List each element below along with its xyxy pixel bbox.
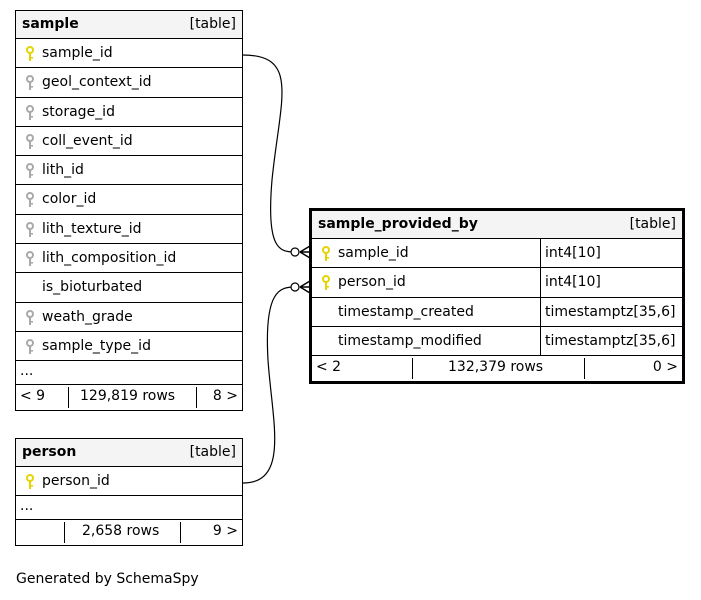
children-count[interactable]: 9 > [212,523,238,540]
column-row-coll-event-id[interactable]: coll_event_id [16,127,242,157]
link-sample-to-provided-by [242,54,296,253]
column-name: timestamp_modified [338,332,482,349]
column-name: coll_event_id [42,132,133,149]
table-footer: < 9 129,819 rows 8 > [16,385,242,410]
column-row-sample-type-id[interactable]: sample_type_id [16,332,242,362]
column-name: sample_id [338,245,409,261]
column-row-person-id[interactable]: person_id [16,467,242,497]
parents-count[interactable]: < 9 [20,388,46,405]
foreign-key-icon [25,309,35,326]
foreign-key-icon [25,133,35,150]
column-row-person-id[interactable]: person_id int4[10] [312,268,682,298]
footer-divider [68,387,69,409]
table-header[interactable]: person [table] [16,439,242,467]
column-name: storage_id [42,103,115,120]
column-row-sample-id[interactable]: sample_id [16,39,242,69]
table-footer: < 2 132,379 rows 0 > [312,356,682,381]
footer-divider [412,358,413,380]
column-row-weath-grade[interactable]: weath_grade [16,303,242,332]
table-header[interactable]: sample [table] [16,11,242,39]
footer-divider [180,522,181,544]
foreign-key-icon [25,221,35,238]
foreign-key-icon [25,104,35,121]
children-count[interactable]: 8 > [212,388,238,405]
column-row-timestamp-modified[interactable]: timestamp_modified timestamptz[35,6] [312,326,682,357]
foreign-key-icon [25,338,35,355]
foreign-key-icon [25,251,35,267]
column-row-sample-id[interactable]: sample_id int4[10] [312,239,682,269]
table-sample-provided-by[interactable]: sample_provided_by [table] sample_id int4… [309,208,685,385]
foreign-key-icon [25,192,35,208]
table-kind: [table] [189,16,236,32]
row-count: 132,379 rows [448,359,544,376]
link-person-optional-marker [290,282,300,292]
foreign-key-icon [25,75,35,91]
table-header[interactable]: sample_provided_by [table] [312,211,682,239]
column-list: person_id [16,467,242,497]
column-type: timestamptz[35,6] [540,297,675,326]
column-name: lith_composition_id [42,250,177,267]
column-name: sample_id [42,45,113,61]
foreign-key-icon [25,163,35,179]
column-list: sample_id geol_context_id storage_id coll_e… [16,39,242,362]
column-row-color-id[interactable]: color_id [16,185,242,215]
table-name: person [22,444,77,460]
row-count: 129,819 rows [80,388,176,405]
more-columns[interactable]: ... [16,496,242,521]
column-type: int4[10] [540,239,601,268]
footer-divider [196,387,197,409]
primary-key-icon [321,246,331,262]
column-name: lith_texture_id [42,220,142,237]
column-row-lith-texture-id[interactable]: lith_texture_id [16,215,242,245]
column-name: sample_type_id [42,337,151,354]
children-count[interactable]: 0 > [652,359,678,376]
column-row-storage-id[interactable]: storage_id [16,98,242,127]
column-row-lith-composition-id[interactable]: lith_composition_id [16,244,242,274]
column-name: person_id [338,274,406,291]
column-name: color_id [42,191,97,208]
table-person[interactable]: person [table] person_id ... 2,658 rows … [15,438,243,547]
column-name: timestamp_created [338,303,474,320]
column-row-geol-context-id[interactable]: geol_context_id [16,68,242,98]
column-name: person_id [42,473,110,489]
primary-key-icon [321,275,331,291]
link-sample-optional-marker [290,247,300,257]
primary-key-icon [25,474,35,490]
primary-key-icon [25,46,35,62]
more-columns[interactable]: ... [16,361,242,386]
generated-by-caption: Generated by SchemaSpy [16,571,199,587]
table-name: sample [22,16,79,32]
ellipsis-text: ... [20,498,34,515]
row-count: 2,658 rows [82,523,160,540]
column-type: timestamptz[35,6] [540,326,675,356]
column-name: is_bioturbated [42,279,143,296]
table-footer: 2,658 rows 9 > [16,520,242,545]
link-person-to-provided-by [242,286,296,484]
column-name: lith_id [42,162,84,179]
column-name: geol_context_id [42,74,152,91]
column-row-is-bioturbated[interactable]: is_bioturbated [16,273,242,303]
footer-divider [584,358,585,380]
column-type: int4[10] [540,268,601,297]
link-person-crowfoot [299,280,311,294]
table-kind: [table] [629,216,676,232]
table-name: sample_provided_by [318,216,478,232]
ellipsis-text: ... [20,363,34,380]
parents-count[interactable]: < 2 [316,359,342,376]
column-row-lith-id[interactable]: lith_id [16,156,242,186]
table-kind: [table] [189,444,236,460]
column-row-timestamp-created[interactable]: timestamp_created timestamptz[35,6] [312,297,682,327]
footer-divider [64,522,65,544]
column-name: weath_grade [42,308,133,325]
link-sample-crowfoot [299,245,311,259]
